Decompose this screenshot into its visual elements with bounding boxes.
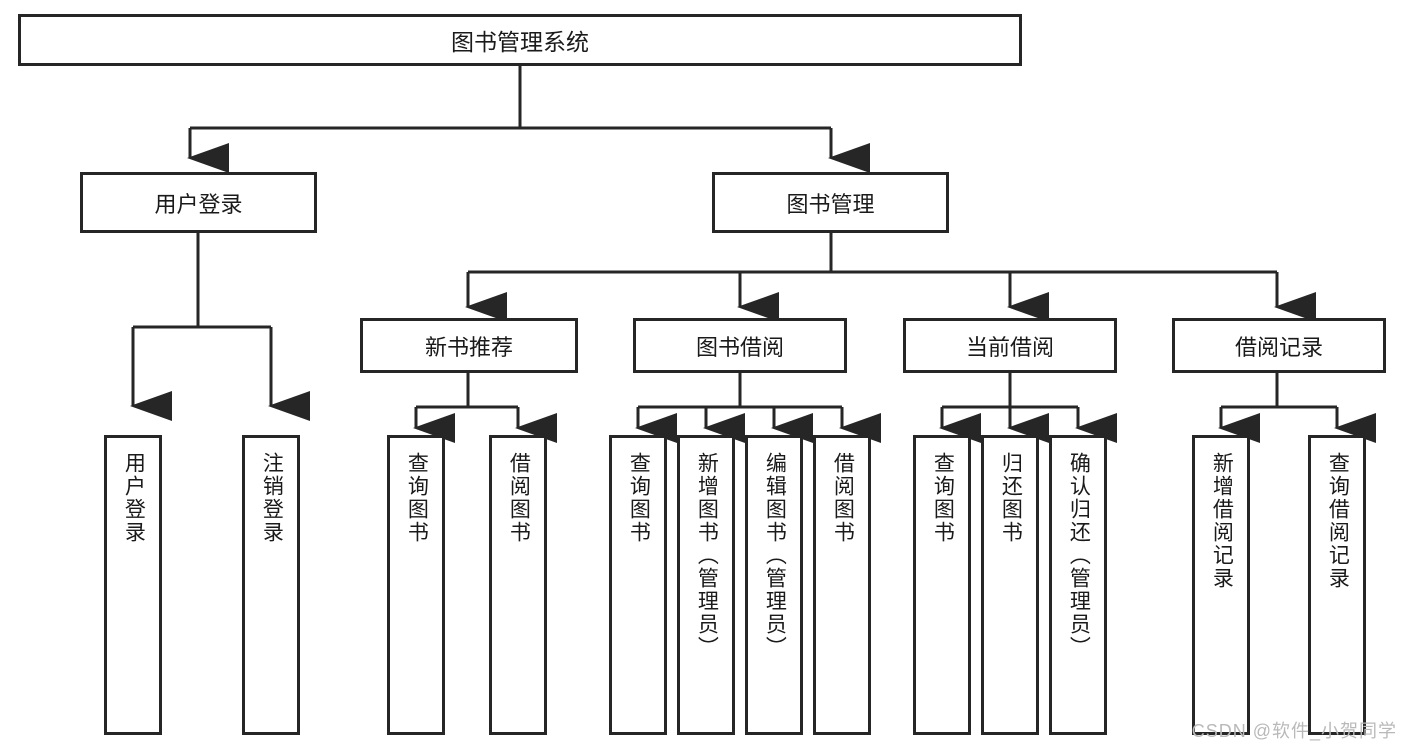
node-book-management[interactable]: 图书管理 — [712, 172, 949, 233]
leaf-edit-book-admin[interactable]: 编辑图书（管理员） — [745, 435, 803, 735]
leaf-user-login[interactable]: 用户登录 — [104, 435, 162, 735]
leaf-add-borrow-record-label: 新增借阅记录 — [1210, 452, 1234, 590]
leaf-logout-label: 注销登录 — [260, 452, 284, 544]
leaf-query-book-current[interactable]: 查询图书 — [913, 435, 971, 735]
leaf-query-book-borrow[interactable]: 查询图书 — [609, 435, 667, 735]
watermark: CSDN @软件_小贺同学 — [1191, 721, 1397, 741]
leaf-borrow-book[interactable]: 借阅图书 — [813, 435, 871, 735]
leaf-return-book-label: 归还图书 — [999, 452, 1023, 544]
node-new-book-recommend-label: 新书推荐 — [424, 334, 513, 360]
node-user-login[interactable]: 用户登录 — [80, 172, 317, 233]
leaf-confirm-return-admin[interactable]: 确认归还（管理员） — [1049, 435, 1107, 735]
node-current-borrow-label: 当前借阅 — [965, 334, 1054, 360]
leaf-query-book-borrow-label: 查询图书 — [627, 452, 651, 544]
leaf-query-book-recommend-label: 查询图书 — [405, 452, 429, 544]
leaf-query-borrow-record[interactable]: 查询借阅记录 — [1308, 435, 1366, 735]
node-root[interactable]: 图书管理系统 — [18, 14, 1022, 66]
leaf-borrow-book-label: 借阅图书 — [831, 452, 855, 544]
node-borrow-record-label: 借阅记录 — [1234, 334, 1323, 360]
node-new-book-recommend[interactable]: 新书推荐 — [360, 318, 578, 373]
node-book-management-label: 图书管理 — [786, 191, 875, 217]
node-current-borrow[interactable]: 当前借阅 — [903, 318, 1117, 373]
node-borrow-record[interactable]: 借阅记录 — [1172, 318, 1386, 373]
node-book-borrow[interactable]: 图书借阅 — [633, 318, 847, 373]
leaf-return-book[interactable]: 归还图书 — [981, 435, 1039, 735]
leaf-borrow-book-recommend[interactable]: 借阅图书 — [489, 435, 547, 735]
leaf-borrow-book-recommend-label: 借阅图书 — [507, 452, 531, 544]
leaf-edit-book-admin-label: 编辑图书（管理员） — [763, 452, 787, 659]
leaf-add-book-admin-label: 新增图书（管理员） — [695, 452, 719, 659]
node-user-login-label: 用户登录 — [154, 191, 243, 217]
leaf-query-borrow-record-label: 查询借阅记录 — [1326, 452, 1350, 590]
node-book-borrow-label: 图书借阅 — [695, 334, 784, 360]
node-root-label: 图书管理系统 — [451, 29, 589, 55]
leaf-add-book-admin[interactable]: 新增图书（管理员） — [677, 435, 735, 735]
leaf-confirm-return-admin-label: 确认归还（管理员） — [1067, 452, 1091, 659]
leaf-add-borrow-record[interactable]: 新增借阅记录 — [1192, 435, 1250, 735]
leaf-user-login-label: 用户登录 — [122, 452, 146, 544]
leaf-query-book-current-label: 查询图书 — [931, 452, 955, 544]
leaf-logout[interactable]: 注销登录 — [242, 435, 300, 735]
leaf-query-book-recommend[interactable]: 查询图书 — [387, 435, 445, 735]
